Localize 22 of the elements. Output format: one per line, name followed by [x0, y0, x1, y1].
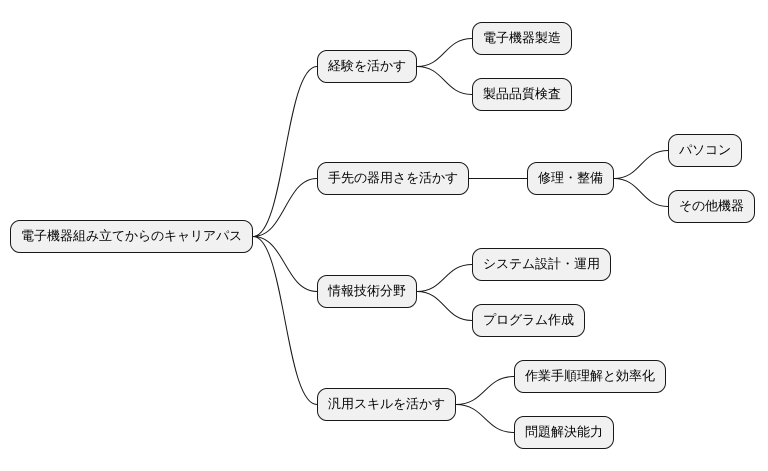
topic-box: プログラム作成	[472, 304, 585, 337]
topic-box: システム設計・運用	[472, 248, 611, 281]
connector-line	[614, 178, 668, 207]
topic-box: 作業手順理解と効率化	[514, 360, 666, 393]
topic-box: その他機器	[668, 190, 755, 223]
connector-line	[252, 236, 318, 405]
topic-box: 汎用スキルを活かす	[317, 388, 456, 421]
connector-line	[456, 404, 514, 433]
connector-line	[252, 236, 318, 292]
connector-line	[468, 178, 528, 179]
topic-box: 手先の器用さを活かす	[317, 162, 469, 195]
topic-box: パソコン	[668, 134, 742, 167]
topic-box: 経験を活かす	[317, 50, 417, 83]
topic-box: 情報技術分野	[317, 275, 417, 308]
connector-line	[416, 291, 472, 321]
topic-box: 電子機器製造	[472, 22, 572, 55]
topic-box: 問題解決能力	[514, 416, 614, 449]
connector-line	[416, 66, 472, 95]
root-topic-box: 電子機器組み立てからのキャリアパス	[10, 220, 253, 253]
connector-line	[252, 66, 318, 237]
topic-box: 製品品質検査	[472, 78, 572, 111]
topic-box: 修理・整備	[527, 162, 614, 195]
